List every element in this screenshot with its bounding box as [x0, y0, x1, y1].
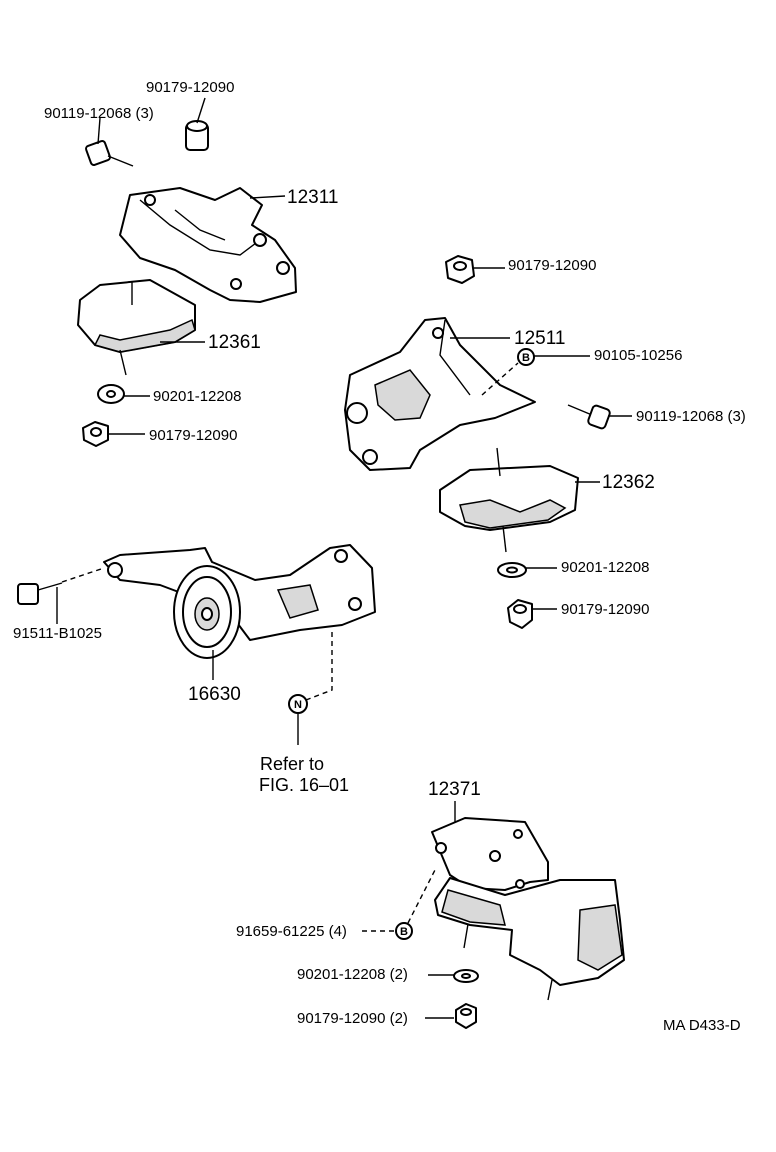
- label-12311: 12311: [287, 187, 338, 208]
- nut-icon: [82, 421, 109, 447]
- svg-text:B: B: [522, 352, 530, 364]
- bolt-icon: [17, 582, 63, 605]
- insulator-icon: [439, 447, 579, 553]
- label-12362: 12362: [602, 472, 655, 493]
- label-nut-bottom: 90179-12090 (2): [297, 1010, 408, 1027]
- washer-icon: [497, 562, 527, 578]
- label-refer-line1: Refer to: [260, 754, 324, 774]
- label-bolt-right: 90119-12068 (3): [636, 408, 746, 425]
- washer-icon: [453, 969, 479, 983]
- nut-icon: [445, 255, 475, 284]
- label-12371: 12371: [428, 779, 481, 800]
- callout-n-icon: N: [288, 694, 308, 714]
- label-refer-line2: FIG. 16–01: [259, 775, 349, 795]
- label-12511: 12511: [514, 328, 565, 349]
- svg-text:B: B: [400, 926, 408, 938]
- label-16630: 16630: [188, 684, 241, 705]
- label-callout-b-part: 90105-10256: [594, 347, 682, 364]
- nut-icon: [507, 599, 533, 629]
- label-washer-right: 90201-12208: [561, 559, 649, 576]
- label-12361: 12361: [208, 332, 261, 353]
- label-bolt-91511: 91511-B1025: [13, 625, 102, 642]
- label-bolt-91659: 91659-61225 (4): [236, 923, 347, 940]
- callout-b-icon: B: [517, 348, 535, 366]
- label-nut-top-left: 90179-12090: [146, 79, 234, 96]
- engine-mount-bracket-icon: [344, 317, 536, 471]
- label-washer-bottom: 90201-12208 (2): [297, 966, 408, 983]
- nut-icon: [185, 120, 209, 151]
- label-nut-left: 90179-12090: [149, 427, 237, 444]
- svg-text:N: N: [294, 699, 302, 711]
- bolt-icon: [85, 140, 134, 167]
- insulator-icon: [77, 279, 196, 376]
- label-washer-left: 90201-12208: [153, 388, 241, 405]
- engine-mount-bracket-icon: [119, 187, 297, 303]
- figure-code: MA D433-D: [663, 1017, 741, 1034]
- label-nut-top-right: 90179-12090: [508, 257, 596, 274]
- label-bolt-top-left: 90119-12068 (3): [44, 105, 154, 122]
- nut-icon: [455, 1003, 477, 1029]
- idler-pulley-bracket-icon: [103, 544, 376, 659]
- bolt-icon: [567, 404, 611, 430]
- rear-engine-mount-icon: [431, 817, 625, 1001]
- label-nut-right: 90179-12090: [561, 601, 649, 618]
- callout-b-icon: B: [395, 922, 413, 940]
- washer-icon: [97, 384, 125, 404]
